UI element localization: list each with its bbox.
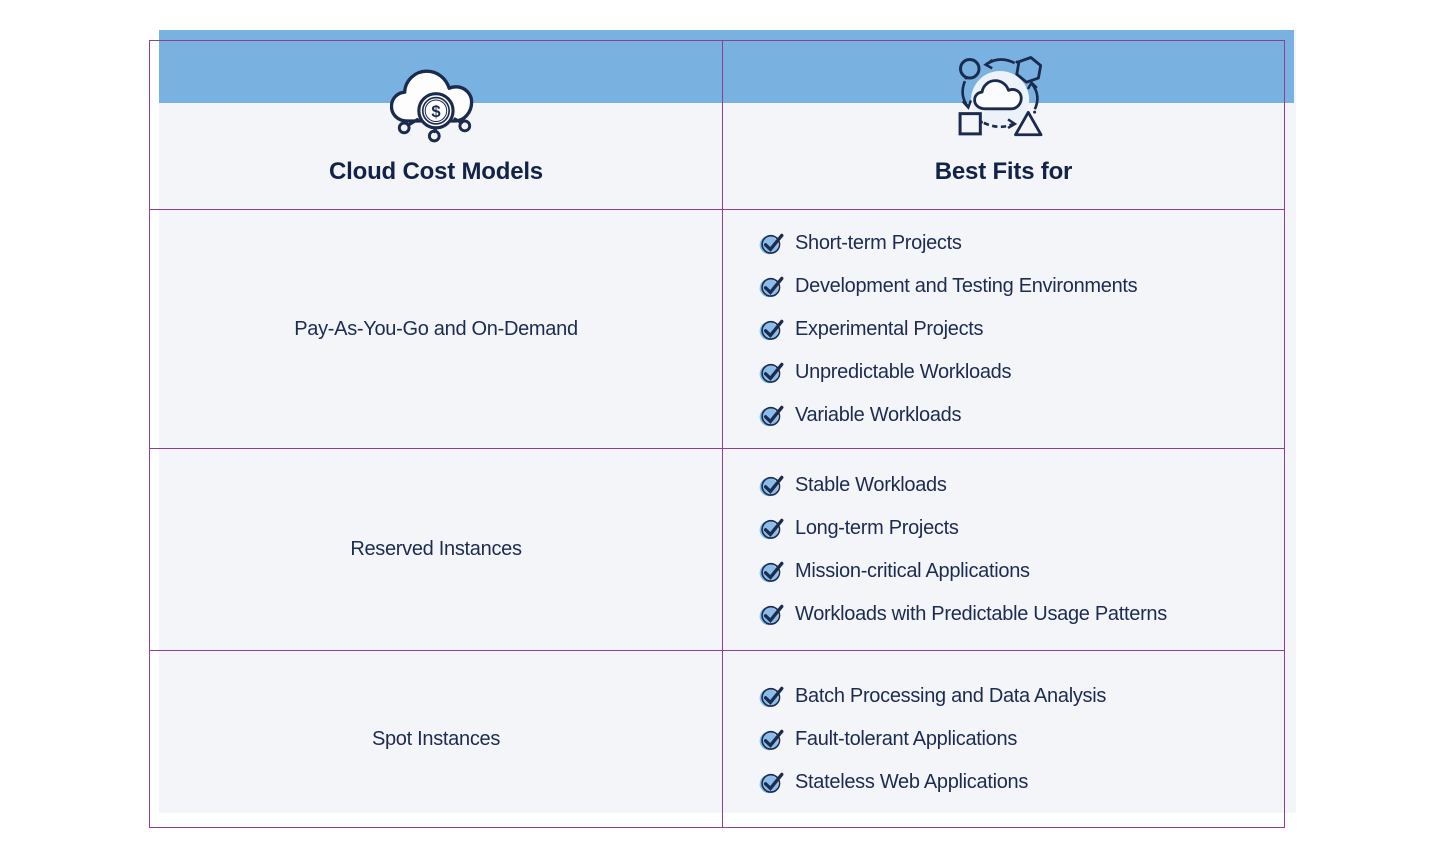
check-icon [759, 604, 784, 625]
fits-list: Batch Processing and Data Analysis Fault… [723, 683, 1284, 796]
check-icon [759, 276, 784, 297]
fit-item: Experimental Projects [759, 316, 1284, 343]
fits-cell: Batch Processing and Data Analysis Fault… [723, 650, 1284, 827]
model-cell: Reserved Instances [150, 448, 723, 650]
check-icon [759, 561, 784, 582]
fit-label: Short-term Projects [795, 231, 962, 254]
fits-list: Short-term Projects Development and Test… [723, 230, 1284, 429]
fits-cell: Short-term Projects Development and Test… [723, 209, 1284, 448]
fit-label: Stateless Web Applications [795, 770, 1029, 793]
comparison-table: $ Cloud Cost Models [149, 40, 1285, 828]
fit-label: Unpredictable Workloads [795, 360, 1012, 383]
check-icon [759, 475, 784, 496]
check-icon [759, 686, 784, 707]
check-icon [759, 362, 784, 383]
model-label: Pay-As-You-Go and On-Demand [294, 317, 578, 340]
fit-label: Mission-critical Applications [795, 559, 1030, 582]
check-icon [759, 518, 784, 539]
model-label: Spot Instances [371, 727, 501, 750]
header-accent-band [159, 30, 1294, 103]
fit-item: Batch Processing and Data Analysis [759, 683, 1284, 710]
fit-label: Fault-tolerant Applications [795, 727, 1018, 750]
fit-label: Variable Workloads [795, 403, 962, 426]
fits-list: Stable Workloads Long-term Projects Miss… [723, 472, 1284, 628]
fit-label: Experimental Projects [795, 317, 984, 340]
fits-cell: Stable Workloads Long-term Projects Miss… [723, 448, 1284, 650]
model-label: Reserved Instances [350, 538, 522, 560]
fit-label: Development and Testing Environments [795, 274, 1138, 297]
model-cell: Spot Instances [150, 650, 723, 827]
model-cell: Pay-As-You-Go and On-Demand [150, 209, 723, 448]
svg-text:$: $ [431, 102, 440, 121]
fit-item: Mission-critical Applications [759, 558, 1284, 585]
fit-label: Stable Workloads [795, 473, 947, 496]
fit-item: Stateless Web Applications [759, 769, 1284, 796]
fit-item: Long-term Projects [759, 515, 1284, 542]
check-icon [759, 319, 784, 340]
column-title-fits: Best Fits for [934, 158, 1073, 185]
header-cell-fits: Best Fits for [723, 41, 1284, 209]
fit-item: Fault-tolerant Applications [759, 726, 1284, 753]
check-icon [759, 772, 784, 793]
workload-cycle-icon [957, 55, 1049, 145]
fit-item: Unpredictable Workloads [759, 359, 1284, 386]
check-icon [759, 729, 784, 750]
check-icon [759, 233, 784, 254]
fit-item: Stable Workloads [759, 472, 1284, 499]
cloud-dollar-icon: $ [389, 55, 483, 145]
fit-item: Short-term Projects [759, 230, 1284, 257]
fit-item: Workloads with Predictable Usage Pattern… [759, 601, 1284, 628]
fit-label: Workloads with Predictable Usage Pattern… [795, 602, 1167, 625]
check-icon [759, 405, 784, 426]
table-surface [159, 30, 1296, 813]
header-cell-models: $ Cloud Cost Models [150, 41, 723, 209]
fit-label: Long-term Projects [795, 516, 959, 539]
fit-item: Variable Workloads [759, 402, 1284, 429]
column-title-models: Cloud Cost Models [329, 158, 543, 185]
fit-label: Batch Processing and Data Analysis [795, 684, 1107, 707]
fit-item: Development and Testing Environments [759, 273, 1284, 300]
